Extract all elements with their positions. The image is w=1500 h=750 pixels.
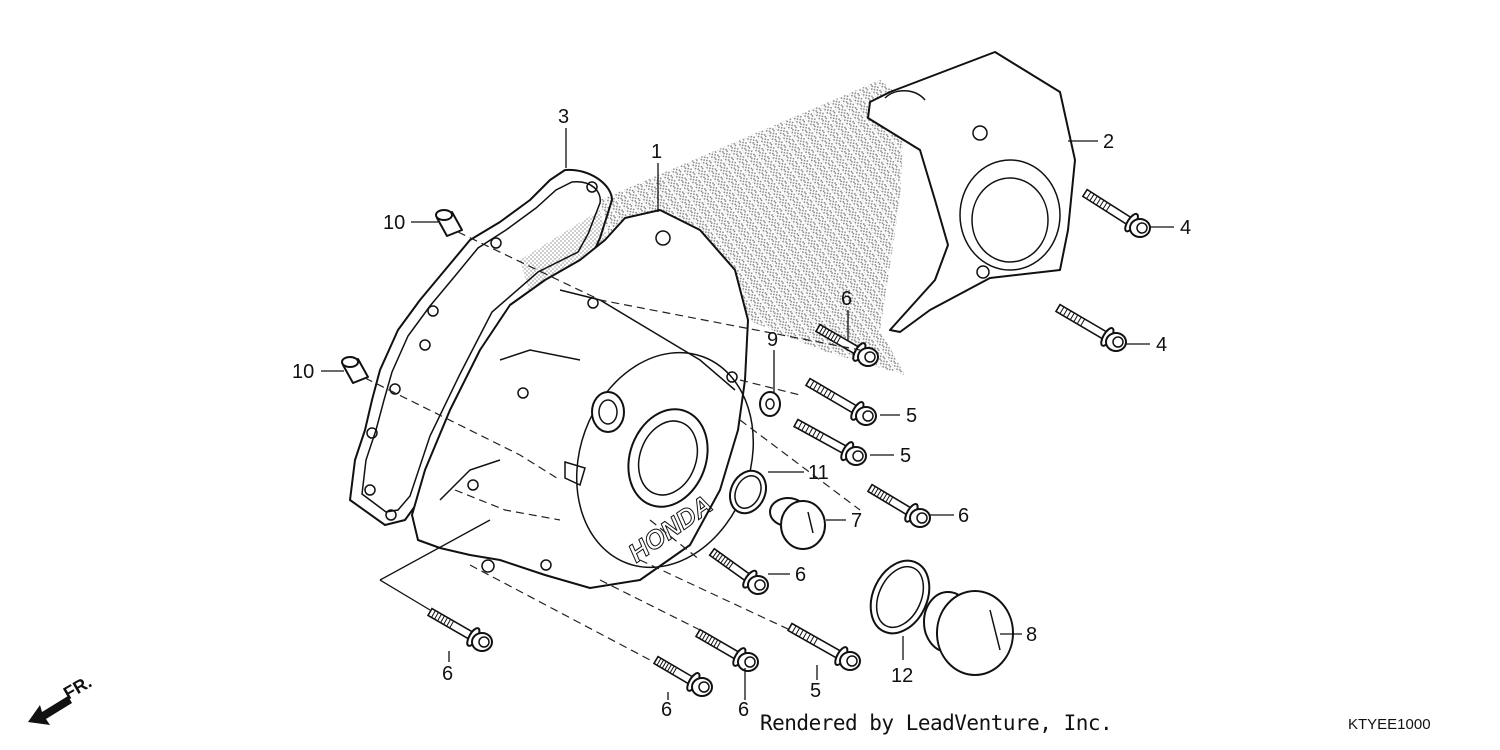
callout-bolt-5: 5: [810, 680, 821, 702]
callout-bolt-6: 6: [958, 505, 969, 527]
flange-bolt: [1081, 188, 1151, 238]
flange-bolt: [866, 483, 931, 528]
timing-cap-large: [923, 590, 1014, 676]
callout-bolt-6: 6: [442, 663, 453, 685]
flange-bolt: [694, 628, 759, 672]
callout-bolt-5: 5: [906, 405, 917, 427]
callout-dowel-pin: 10: [292, 361, 314, 383]
callout-bolt-6: 6: [795, 564, 806, 586]
callout-cap-small: 7: [851, 510, 862, 532]
sprocket-cover: [867, 51, 1076, 333]
flange-bolt: [1054, 303, 1127, 352]
stipple-shadow: [600, 80, 905, 375]
callout-bolt-6: 6: [738, 699, 749, 721]
callout-bolt-4: 4: [1180, 217, 1191, 239]
o-ring-small: [729, 469, 767, 515]
flange-bolt: [426, 607, 493, 652]
diagram-code: KTYEE1000: [1348, 716, 1431, 733]
leader-lines: [321, 128, 1174, 700]
callout-dowel-pin: 10: [383, 212, 405, 234]
callout-cap-large: 8: [1026, 624, 1037, 646]
callout-bolt-6: 6: [841, 288, 852, 310]
callout-o-ring-large: 12: [891, 665, 913, 687]
gasket: [349, 168, 613, 526]
flange-bolt: [804, 377, 877, 426]
callout-washer: 9: [767, 329, 778, 351]
callout-sprocket-cover: 2: [1103, 131, 1114, 153]
filler-cap-small: [769, 497, 826, 550]
assembly-lines: [364, 231, 861, 661]
flange-bolt: [708, 547, 769, 595]
callouts: 3 1 2 4 4 10 10 9 11 7 8 12 6 5 5 6 6 5 …: [292, 106, 1191, 721]
dowel-pin: [435, 209, 463, 237]
bolts: [426, 188, 1151, 697]
flange-bolt: [652, 655, 713, 697]
callout-bolt-4: 4: [1156, 334, 1167, 356]
callout-o-ring-small: 11: [808, 462, 829, 484]
callout-bolt-6: 6: [661, 699, 672, 721]
credit-line: Rendered by LeadVenture, Inc.: [760, 711, 1113, 735]
callout-cover: 1: [651, 141, 662, 163]
front-direction-arrow: FR.: [28, 672, 95, 725]
dowel-pin: [341, 356, 369, 384]
flange-bolt: [786, 622, 861, 671]
flange-bolt: [792, 418, 867, 466]
washer: [759, 391, 781, 417]
callout-gasket: 3: [558, 106, 569, 128]
callout-bolt-5: 5: [900, 445, 911, 467]
o-ring-large: [869, 559, 931, 635]
left-crankcase-cover: HONDA: [411, 209, 755, 589]
